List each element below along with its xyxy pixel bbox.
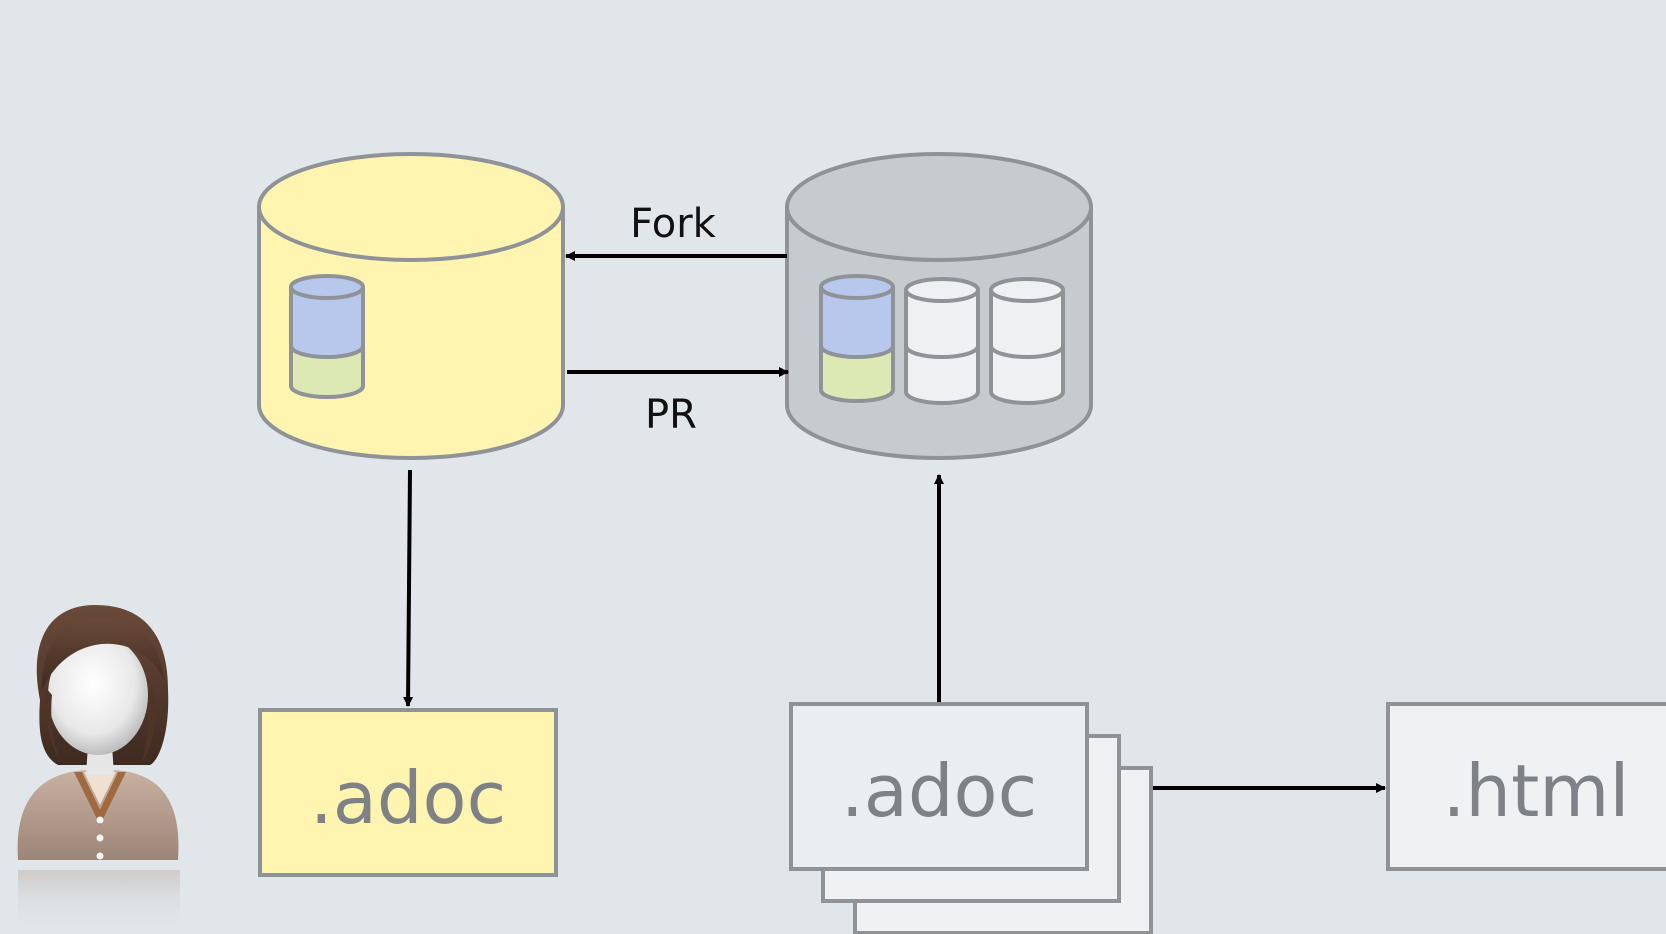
output-file-label: .html <box>1443 749 1630 833</box>
source-file-label: .adoc <box>841 749 1037 833</box>
main-inner-repo-icon <box>819 274 895 403</box>
main-repository <box>785 152 1093 460</box>
fork-label: Fork <box>630 201 717 247</box>
empty-repo-icon <box>989 277 1065 405</box>
output-html-file: .html <box>1386 702 1666 871</box>
user-avatar-icon <box>17 605 180 934</box>
fork-inner-repo-icon <box>289 274 365 399</box>
source-adoc-stack: .adoc <box>789 702 1153 934</box>
local-file-label: .adoc <box>310 756 506 840</box>
clone-arrow <box>403 469 414 707</box>
local-adoc-file: .adoc <box>258 708 558 877</box>
fork-repository <box>257 152 565 460</box>
empty-repo-icon <box>904 277 980 405</box>
pr-label: PR <box>645 392 697 438</box>
